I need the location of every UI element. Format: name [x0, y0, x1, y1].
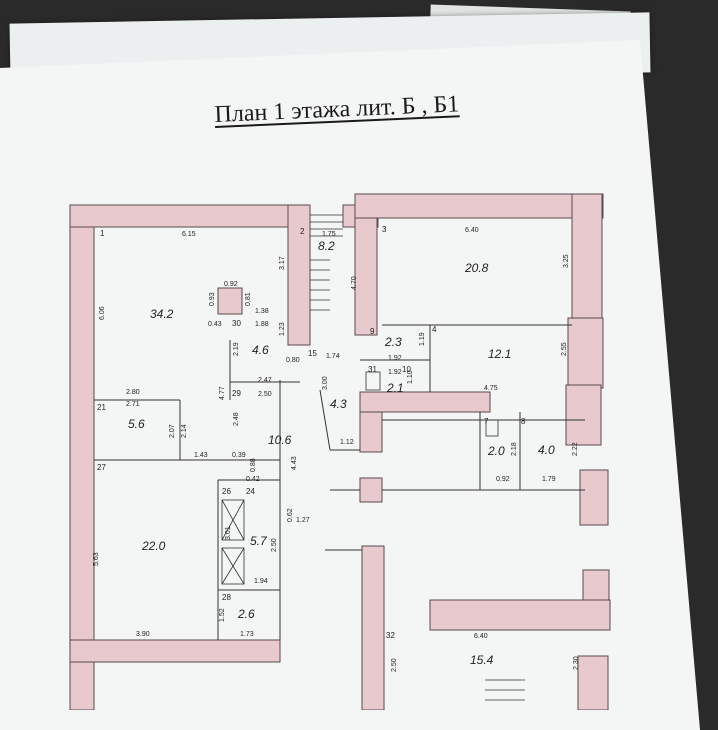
dimension: 0.81	[245, 292, 252, 306]
room-number: 28	[222, 593, 231, 602]
dimension: 1.92	[388, 369, 402, 376]
dimension: 2.50	[391, 658, 398, 672]
dimension: 1.88	[255, 321, 269, 328]
dimension: 1.12	[340, 439, 354, 446]
dimension: 4.70	[351, 276, 358, 290]
room-number: 30	[232, 319, 241, 328]
dimension: 1.74	[326, 353, 340, 360]
room-number: 29	[232, 389, 241, 398]
area-10-6: 10.6	[268, 433, 292, 447]
dimension: 4.77	[219, 386, 226, 400]
area-22-0: 22.0	[141, 539, 166, 553]
dimension: 2.71	[126, 401, 140, 408]
dimension: 2.50	[271, 538, 278, 552]
dimension: 3.17	[279, 256, 286, 270]
stair-steps	[310, 214, 525, 701]
dimension: 0.88	[250, 458, 257, 472]
dimension: 1.92	[388, 355, 402, 362]
dimension: 3.90	[136, 631, 150, 638]
room-areas: 34.2 8.2 20.8 12.1 4.6 2.3 2.1 4.3 5.6 1…	[128, 239, 555, 667]
photo-scene: 34.2 8.2 20.8 12.1 4.6 2.3 2.1 4.3 5.6 1…	[0, 4, 700, 730]
dimension: 2.22	[572, 442, 579, 456]
dimension: 2.19	[233, 342, 240, 356]
inner-partitions	[94, 324, 585, 640]
dimension: 1.79	[542, 476, 556, 483]
dimension: 2.14	[181, 424, 188, 438]
room-number: 31	[368, 365, 377, 374]
room-number: 10	[402, 365, 411, 374]
area-2-6: 2.6	[237, 607, 255, 621]
floor-plan-drawing: 34.2 8.2 20.8 12.1 4.6 2.3 2.1 4.3 5.6 1…	[69, 193, 611, 710]
dimension: 0.42	[246, 476, 260, 483]
room-number: 1	[100, 229, 105, 238]
dimension: 6.40	[465, 227, 479, 234]
dimension: 2.47	[258, 377, 272, 384]
dimension: 1.23	[279, 322, 286, 336]
dimension: 2.30	[573, 656, 580, 670]
dimension: 3.01	[225, 526, 232, 540]
dimension: 2.48	[233, 412, 240, 426]
dimension: 2.50	[258, 391, 272, 398]
area-34-2: 34.2	[150, 307, 174, 321]
walls	[69, 193, 611, 710]
room-number: 7	[484, 417, 489, 426]
dimension: 1.10	[407, 370, 414, 384]
area-5-6: 5.6	[128, 417, 145, 431]
fixtures	[221, 371, 499, 585]
room-number: 3	[382, 225, 387, 234]
room-number: 32	[386, 631, 395, 640]
area-8-2: 8.2	[318, 239, 335, 253]
room-number: 27	[97, 463, 106, 472]
dimension: 1.43	[194, 452, 208, 459]
dimension: 6.06	[99, 306, 106, 320]
dimension: 0.62	[287, 508, 294, 522]
dimension: 1.94	[254, 578, 268, 585]
room-number: 15	[308, 349, 317, 358]
dimension: 2.55	[561, 342, 568, 356]
dimension: 2.18	[511, 442, 518, 456]
room-numbers: 1 2 3 4 9 15 30 29 21 27 26 24 28 31 7 8…	[97, 225, 526, 640]
room-number: 21	[97, 403, 106, 412]
dimension: 3.25	[563, 254, 570, 268]
dimension: 1.73	[240, 631, 254, 638]
room-number: 24	[246, 487, 255, 496]
area-2-1: 2.1	[386, 381, 404, 395]
dimension: 0.80	[286, 357, 300, 364]
dimension: 6.15	[182, 231, 196, 238]
area-2-0: 2.0	[487, 444, 505, 458]
dimension: 0.92	[224, 281, 238, 288]
dimensions: 6.15 1.75 6.40 3.17 4.70 3.25 6.06 0.92 …	[93, 227, 580, 672]
room-number: 9	[370, 327, 375, 336]
room-number: 2	[300, 227, 305, 236]
dimension: 4.43	[291, 456, 298, 470]
area-2-3: 2.3	[384, 335, 402, 349]
dimension: 1.38	[255, 308, 269, 315]
dimension: 2.80	[126, 389, 140, 396]
area-15-4: 15.4	[470, 653, 494, 667]
room-number: 8	[521, 417, 526, 426]
dimension: 0.93	[209, 292, 216, 306]
area-4-6: 4.6	[252, 343, 269, 357]
dimension: 0.92	[496, 476, 510, 483]
area-4-0: 4.0	[538, 443, 555, 457]
dimension: 0.43	[208, 321, 222, 328]
dimension: 6.40	[474, 633, 488, 640]
dimension: 0.39	[232, 452, 246, 459]
dimension: 1.19	[419, 332, 426, 346]
dimension: 1.52	[219, 608, 226, 622]
room-number: 26	[222, 487, 231, 496]
dimension: 3.00	[322, 376, 329, 390]
dimension: 5.63	[93, 552, 100, 566]
dimension: 1.27	[296, 517, 310, 524]
area-12-1: 12.1	[488, 347, 511, 361]
dimension: 1.75	[322, 231, 336, 238]
dimension: 2.07	[169, 424, 176, 438]
room-number: 4	[432, 325, 437, 334]
area-4-3: 4.3	[330, 397, 347, 411]
area-20-8: 20.8	[464, 261, 489, 275]
area-5-7: 5.7	[250, 534, 268, 548]
dimension: 4.75	[484, 385, 498, 392]
